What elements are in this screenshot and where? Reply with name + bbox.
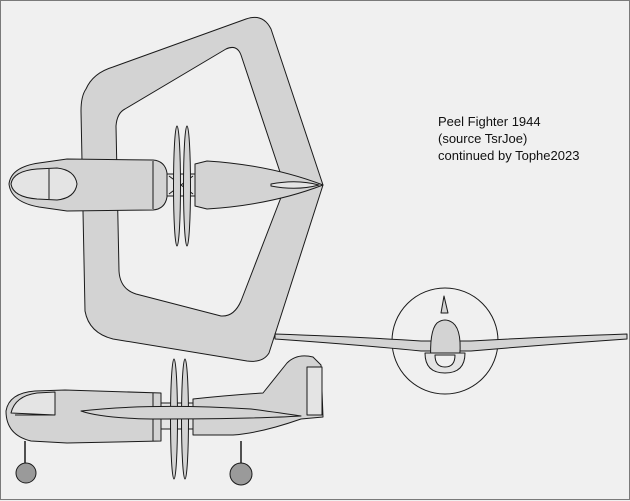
side-view-wing [80, 405, 302, 420]
side-view-nose-wheel [15, 462, 37, 484]
top-view-rear-fuselage [194, 160, 324, 210]
top-view-prop-blade-rear [183, 125, 191, 247]
top-view [8, 16, 324, 362]
top-view-prop-blade-front [173, 125, 181, 247]
side-view [5, 355, 324, 486]
front-view-intake [434, 354, 456, 368]
caption-credit: continued by Tophe2023 [438, 148, 580, 163]
side-view-rudder [306, 366, 323, 416]
top-view-canopy [10, 167, 78, 201]
top-view-annular-wing [80, 16, 324, 362]
front-view [274, 287, 628, 395]
top-view-tail-fin [270, 181, 320, 189]
caption-block: Peel Fighter 1944 (source TsrJoe) contin… [438, 113, 579, 164]
caption-source: (source TsrJoe) [438, 131, 528, 146]
side-view-rear-fuselage [192, 355, 324, 436]
front-view-tail-fin [440, 295, 449, 314]
side-view-canopy [10, 391, 56, 416]
caption-title: Peel Fighter 1944 [438, 114, 541, 129]
side-view-main-wheel [229, 462, 253, 486]
